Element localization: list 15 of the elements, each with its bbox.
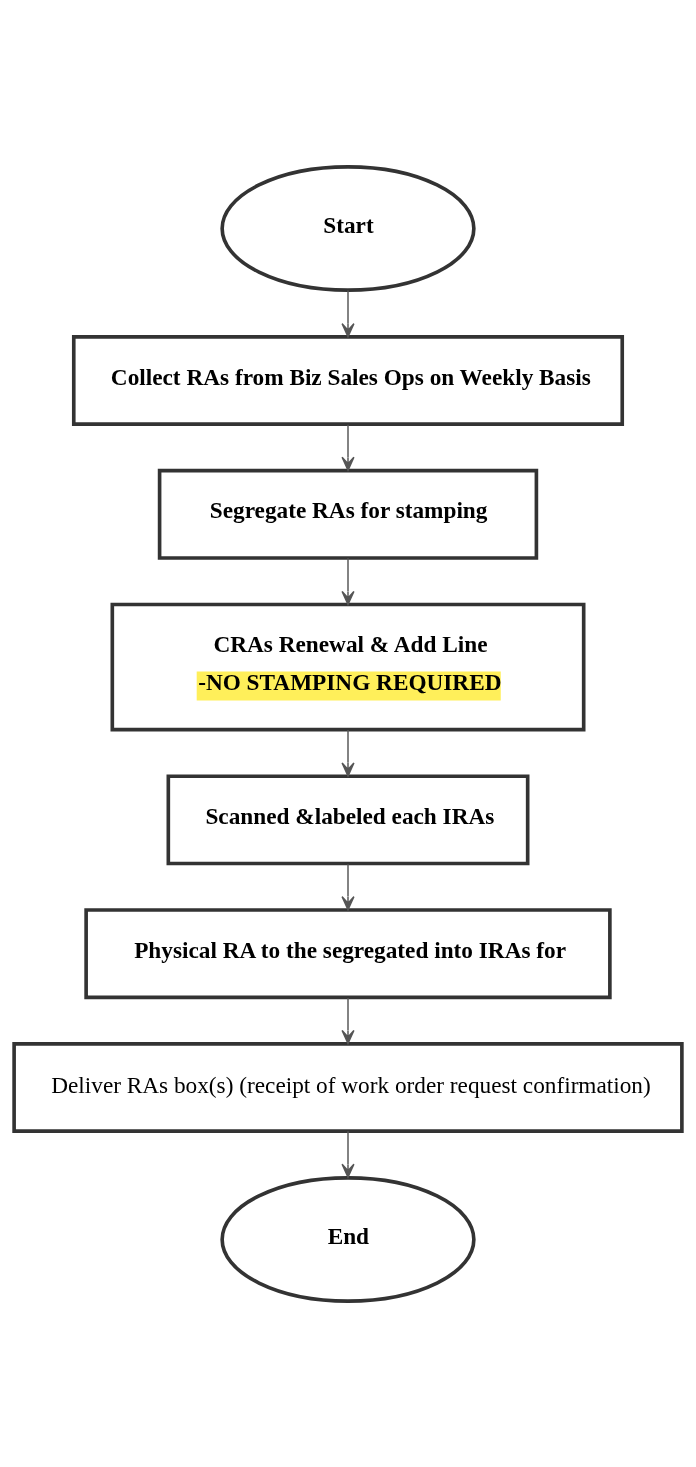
arrow — [341, 862, 355, 910]
arrow — [341, 557, 355, 605]
node-box: Collect RAs from Biz Sales Ops on Weekly Basis — [71, 334, 625, 426]
node-box: Segregate RAs for stamping — [157, 468, 539, 560]
node-box: Scanned &labeled each IRAs — [166, 773, 530, 865]
node-box: Deliver RAs box(s) (receipt of work order request confirmation) — [12, 1041, 684, 1133]
node-ellipse: Start — [220, 164, 476, 292]
arrow — [341, 728, 355, 777]
node-ellipse: End — [220, 1175, 476, 1303]
arrow — [341, 1130, 355, 1178]
node-box: CRAs Renewal & Add Line -NO STAMPING REQUIRED — [110, 602, 586, 731]
arrow — [341, 289, 355, 337]
arrow — [341, 996, 355, 1044]
arrow — [341, 423, 355, 471]
node-box: Physical RA to the segregated into IRAs for — [84, 907, 612, 999]
